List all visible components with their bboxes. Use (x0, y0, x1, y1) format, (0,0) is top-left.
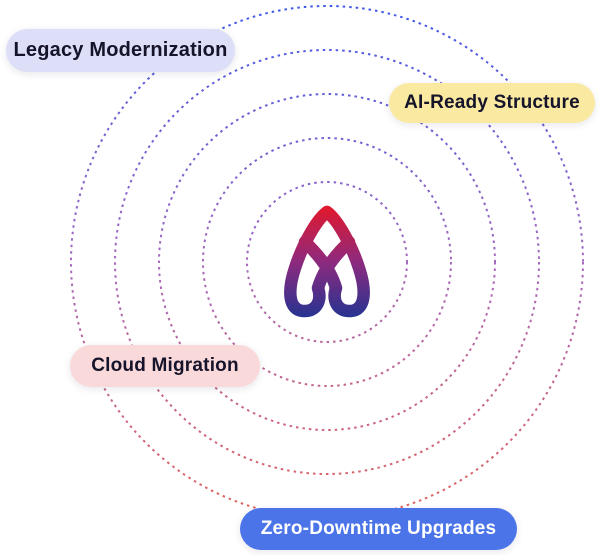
brand-logo (284, 205, 370, 318)
logo-right-ribbon (298, 205, 370, 318)
orbit-ring (202, 137, 452, 387)
label-text: Cloud Migration (91, 355, 239, 376)
label-text: Legacy Modernization (13, 39, 228, 61)
orbit-ring (114, 49, 540, 475)
label-text: Zero-Downtime Upgrades (260, 518, 497, 539)
orbit-rings (70, 5, 584, 519)
label-legacy-modernization: Legacy Modernization (6, 29, 235, 72)
label-text: AI-Ready Structure (404, 92, 580, 113)
label-zero-downtime-upgrades: Zero-Downtime Upgrades (240, 508, 517, 550)
orbit-ring (246, 181, 408, 343)
orbit-ring (158, 93, 496, 431)
orbit-ring (70, 5, 584, 519)
label-ai-ready-structure: AI-Ready Structure (389, 83, 595, 123)
label-cloud-migration: Cloud Migration (70, 345, 260, 387)
